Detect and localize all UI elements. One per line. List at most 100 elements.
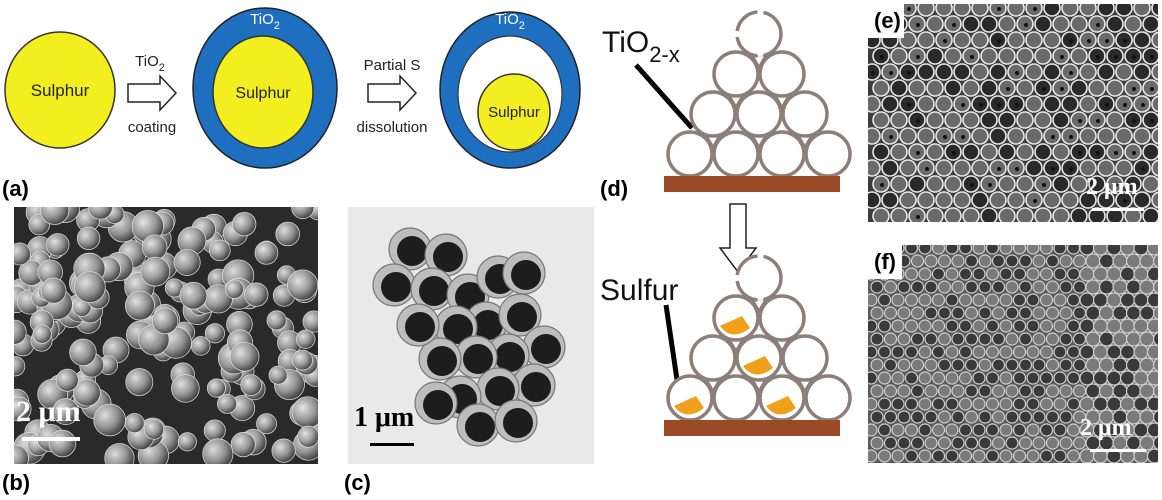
pore	[1125, 253, 1142, 269]
pore	[883, 280, 898, 294]
pore	[1032, 306, 1046, 320]
sem-particle	[291, 207, 315, 220]
pore	[897, 358, 911, 372]
pore	[1043, 191, 1061, 209]
sulfur-deposit	[743, 356, 773, 375]
pore	[1151, 95, 1158, 113]
pore	[883, 436, 898, 450]
pore	[991, 410, 1006, 424]
pore	[1072, 384, 1087, 398]
sem-particle	[208, 239, 231, 262]
sem-particle	[40, 207, 70, 225]
pore	[890, 111, 908, 129]
pore	[899, 191, 917, 209]
pore	[908, 79, 926, 97]
pore	[964, 332, 979, 346]
pore	[1012, 397, 1027, 411]
pore	[1088, 175, 1106, 193]
pore	[1034, 143, 1052, 161]
pore	[1152, 357, 1158, 373]
pore	[926, 143, 944, 161]
pore	[1072, 332, 1087, 346]
sem-particle	[229, 341, 260, 372]
sem-particle	[206, 378, 226, 398]
pore	[1146, 318, 1158, 334]
pore	[1012, 267, 1027, 281]
pore	[1026, 319, 1040, 333]
pore	[1026, 267, 1040, 281]
sem-particle	[104, 443, 135, 464]
pore-hole	[1060, 55, 1064, 59]
pore	[1085, 383, 1101, 399]
pore	[978, 436, 992, 450]
pore	[1079, 159, 1097, 177]
pore	[1142, 143, 1158, 161]
pore	[1085, 253, 1101, 269]
pore-hole	[1069, 71, 1073, 75]
pore	[1066, 293, 1081, 307]
pore	[1053, 423, 1067, 437]
pore-hole	[997, 167, 1001, 171]
opal-pore	[804, 130, 852, 178]
pore	[998, 15, 1016, 33]
pore	[972, 319, 986, 333]
pore	[1072, 254, 1087, 268]
pore	[1106, 111, 1124, 129]
pore	[1012, 371, 1027, 385]
pore	[972, 267, 986, 281]
pore	[1133, 31, 1151, 49]
pore	[1039, 423, 1054, 437]
pore	[937, 280, 952, 294]
pore	[1088, 79, 1106, 97]
pore	[980, 79, 998, 97]
pore	[1124, 15, 1142, 33]
pore	[881, 191, 899, 209]
tem-core	[511, 260, 541, 290]
pore	[1106, 15, 1124, 33]
pore	[1066, 423, 1081, 437]
pore	[1098, 331, 1115, 347]
pore	[1045, 254, 1060, 268]
pore	[1097, 4, 1115, 17]
sem-particle	[297, 425, 318, 448]
pore	[1079, 266, 1095, 282]
pore	[1079, 292, 1095, 308]
pore	[1133, 344, 1149, 360]
pore	[1092, 266, 1109, 282]
panel-a-schematic: Sulphur TiO2 coating TiO2 Sulphur Partia…	[4, 7, 581, 169]
sem-particle	[14, 356, 26, 377]
sulphur-label-3: Sulphur	[488, 104, 540, 121]
pore	[1005, 306, 1019, 320]
pore-hole	[1015, 71, 1019, 75]
pore	[1119, 344, 1136, 360]
pore-hole	[1051, 135, 1055, 139]
sem-particle	[14, 396, 32, 422]
pore	[1092, 344, 1109, 360]
pore	[944, 47, 962, 65]
pore	[998, 175, 1016, 193]
pore	[918, 319, 932, 333]
tem-core	[521, 372, 551, 402]
pore-hole	[1132, 55, 1136, 59]
pore	[910, 410, 925, 424]
pore	[917, 95, 935, 113]
pore	[890, 47, 908, 65]
scale-bar-label-f: 2 μm	[1080, 415, 1132, 441]
pore	[980, 207, 998, 222]
pore-hole	[925, 167, 929, 171]
panel-f-sem-image: (f) 2 μm	[868, 245, 1158, 463]
pore	[1146, 448, 1158, 463]
pore-hole	[1105, 103, 1109, 107]
tio2-shell-label-1: TiO2	[250, 11, 280, 32]
pore	[1139, 253, 1155, 269]
pore-hole	[1141, 103, 1145, 107]
pore	[1018, 254, 1033, 268]
pore	[924, 306, 938, 320]
pore	[991, 254, 1006, 268]
pore	[1059, 306, 1073, 320]
pore	[924, 410, 938, 424]
pore	[1079, 370, 1095, 386]
pore	[891, 449, 905, 463]
tem-core	[433, 242, 463, 272]
pore	[937, 358, 952, 372]
